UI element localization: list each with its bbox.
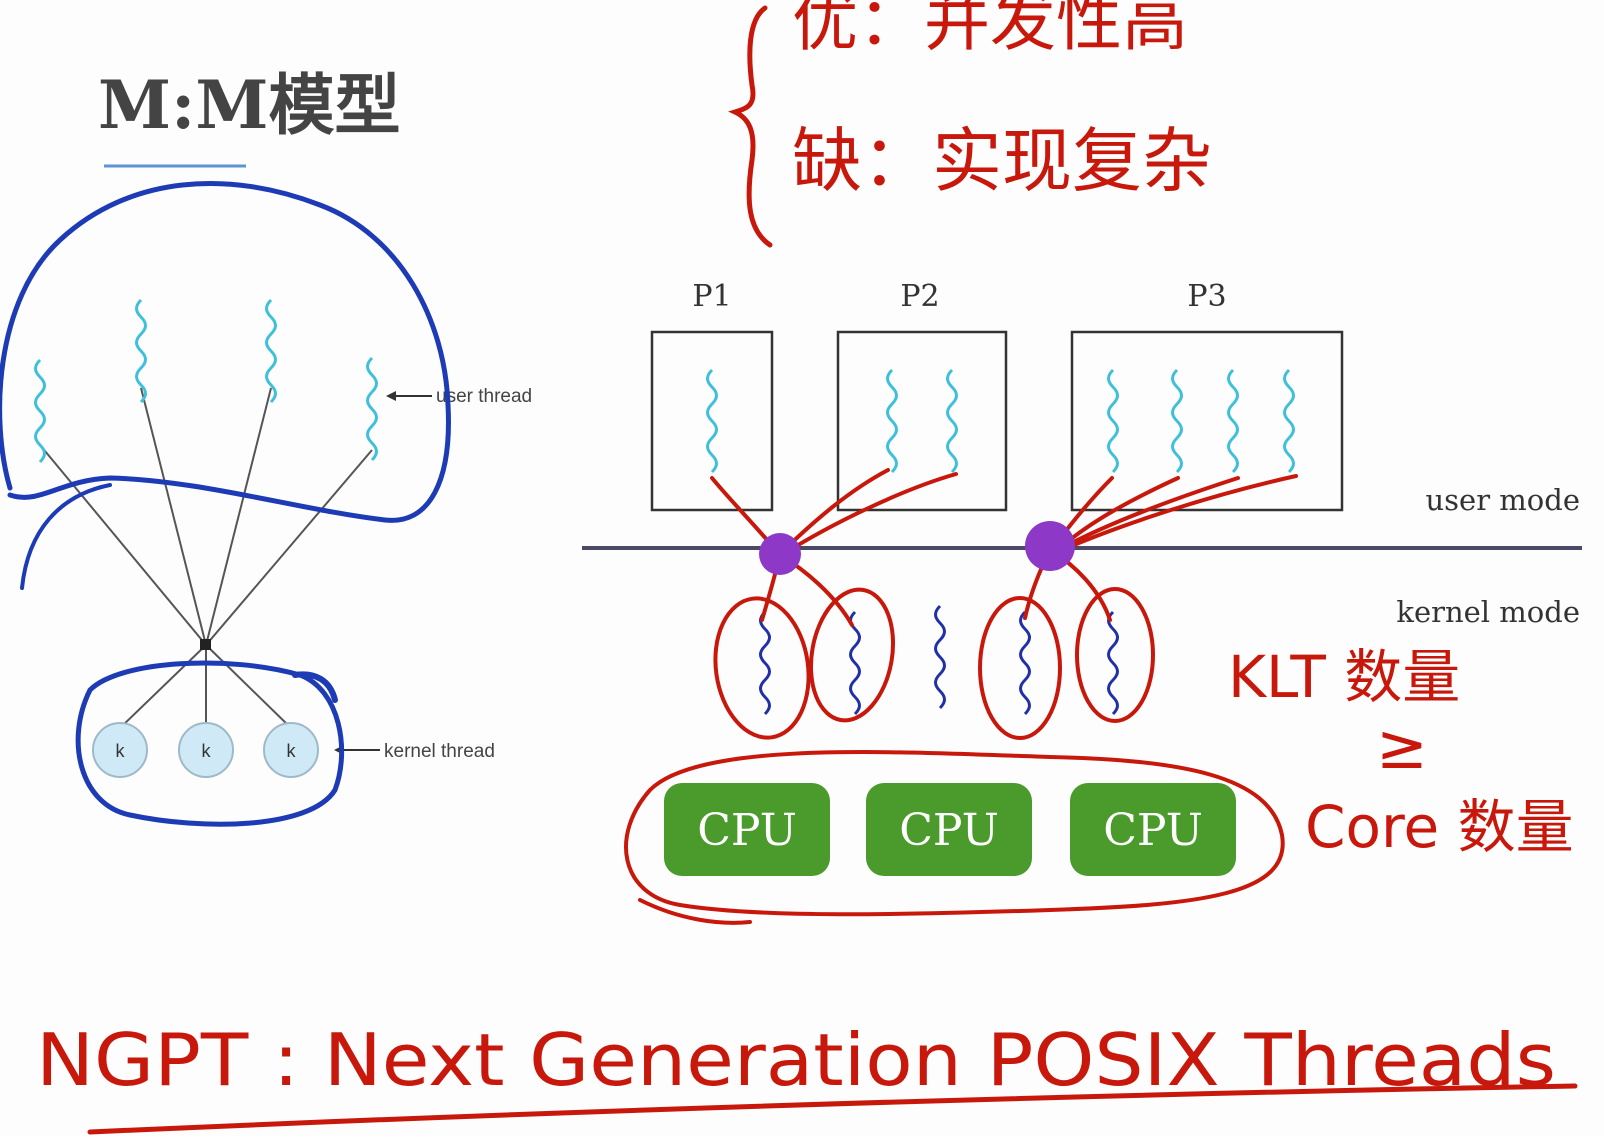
pen-brace (728, 5, 773, 248)
user-thread-2 (135, 298, 147, 404)
user-thread-1 (34, 358, 46, 464)
user-link-4 (205, 449, 373, 646)
pen-circle-kthread-5 (1075, 587, 1155, 723)
svg-text:k: k (116, 741, 126, 761)
kernel-thread-3 (934, 604, 946, 710)
klt-line-2: ≥ (1376, 710, 1428, 783)
process-label-p2: P2 (900, 279, 939, 314)
klt-line-1: KLT 数量 (1228, 643, 1460, 711)
map-p3-t3 (1060, 476, 1240, 550)
p3-user-thread-4 (1283, 368, 1295, 474)
cpu-2: CPU (866, 783, 1032, 876)
user-thread-label: user thread (436, 386, 532, 407)
slide-title: M:M模型 (98, 66, 400, 144)
kernel-mode-label: kernel mode (1396, 595, 1580, 629)
process-box-p2 (836, 330, 1008, 512)
right-mm-diagram: P1 P2 P3 user mode kernel mode (582, 279, 1582, 925)
kernel-node-3: k (263, 722, 319, 778)
user-mode-label: user mode (1426, 483, 1581, 517)
p2-user-thread-2 (946, 368, 958, 474)
p2-user-thread-1 (886, 368, 898, 474)
pros-cons-annotation: 优：并发性高 缺：实现复杂 (728, 0, 1212, 248)
user-link-1 (39, 444, 207, 646)
ngpt-underline (87, 1083, 1578, 1135)
mux-dot-1 (759, 533, 801, 575)
ngpt-text: NGPT : Next Generation POSIX Threads (36, 1018, 1556, 1102)
kernel-thread-4 (1019, 610, 1031, 716)
process-label-p3: P3 (1187, 279, 1226, 314)
mux-hub (200, 639, 211, 650)
p3-user-thread-2 (1171, 368, 1183, 474)
ngpt-annotation: NGPT : Next Generation POSIX Threads (36, 1018, 1578, 1135)
con-line: 缺：实现复杂 (792, 120, 1212, 202)
process-box-p1 (650, 330, 774, 512)
klt-core-annotation: KLT 数量 ≥ Core 数量 (1228, 643, 1574, 861)
pen-circle-kernel-threads (75, 660, 345, 827)
kernel-thread-2 (849, 610, 861, 716)
pro-line: 优：并发性高 (792, 0, 1188, 60)
pen-circle-kthread-4 (978, 596, 1062, 740)
left-mm-diagram: user thread k k k kernel thread (0, 180, 532, 827)
cpu-3: CPU (1070, 783, 1236, 876)
svg-text:CPU: CPU (1103, 805, 1203, 856)
kernel-thread-label: kernel thread (384, 741, 495, 762)
process-box-p3 (1070, 330, 1344, 512)
kernel-link-3 (205, 644, 292, 729)
map-p2-t2 (783, 472, 958, 555)
svg-text:CPU: CPU (899, 805, 999, 856)
svg-text:k: k (287, 741, 297, 761)
mux-dot-2 (1025, 521, 1075, 571)
user-link-2 (140, 387, 207, 646)
klt-line-3: Core 数量 (1305, 793, 1574, 861)
kernel-link-1 (119, 644, 207, 729)
user-thread-4 (366, 356, 378, 462)
process-label-p1: P1 (692, 279, 731, 314)
pen-circle-kthread-2 (808, 587, 896, 723)
pen-circle-user-threads (0, 180, 451, 523)
kernel-thread-5 (1107, 610, 1119, 716)
p1-user-thread-1 (706, 368, 718, 474)
kernel-thread-1 (759, 610, 771, 716)
user-thread-arrowhead (386, 391, 396, 401)
p3-user-thread-1 (1107, 368, 1119, 474)
svg-text:CPU: CPU (697, 805, 797, 856)
map-p3-t4 (1060, 474, 1298, 552)
kernel-node-2: k (178, 722, 234, 778)
pen-tick-kernel (292, 671, 338, 703)
kernel-node-1: k (92, 722, 148, 778)
pen-divider-curve (20, 483, 112, 590)
svg-text:k: k (202, 741, 212, 761)
pen-circle-cpus (624, 750, 1285, 925)
cpu-1: CPU (664, 783, 830, 876)
user-thread-3 (265, 298, 277, 404)
pen-circle-kthread-1 (713, 596, 811, 740)
p3-user-thread-3 (1227, 368, 1239, 474)
user-link-3 (205, 387, 272, 646)
